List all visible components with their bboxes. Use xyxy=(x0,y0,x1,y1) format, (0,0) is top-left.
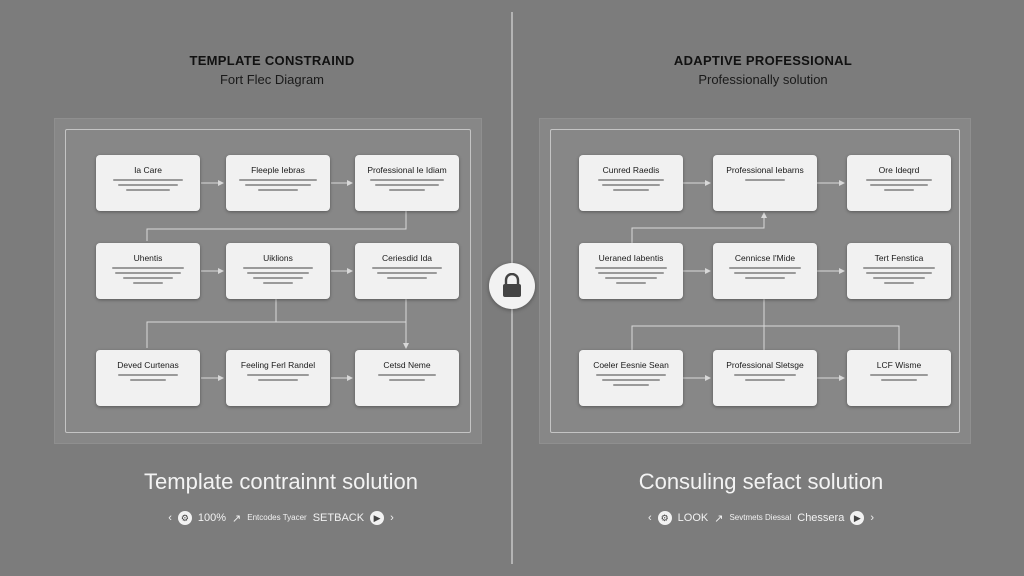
flow-node[interactable]: Cennicse I'Mide xyxy=(713,243,817,299)
connector-line xyxy=(146,321,406,348)
right-title: ADAPTIVE PROFESSIONAL xyxy=(673,53,853,68)
node-label: Tert Fenstica xyxy=(874,253,924,263)
gear-icon[interactable]: ⚙ xyxy=(177,511,192,525)
node-label: Fleeple Iebras xyxy=(251,165,305,175)
node-text-lines xyxy=(96,267,200,284)
flow-node[interactable]: Professional Iebarns xyxy=(713,155,817,211)
node-text-lines xyxy=(226,374,330,381)
right-footer-sub: ↗ xyxy=(714,512,724,525)
left-title: TEMPLATE CONSTRAIND xyxy=(189,53,355,68)
flow-node[interactable]: Fleeple Iebras xyxy=(226,155,330,211)
left-footer: ‹ ⚙ 100% ↗ Entcodes Tyacer SETBACK ▶ › xyxy=(61,511,501,525)
flow-node[interactable]: Cunred Raedis xyxy=(579,155,683,211)
node-text-lines xyxy=(226,267,330,284)
node-label: Deved Curtenas xyxy=(117,360,179,370)
right-connectors xyxy=(631,180,900,381)
flow-node[interactable]: Uiklions xyxy=(226,243,330,299)
right-footer-action[interactable]: Chessera xyxy=(797,512,845,524)
node-label: Ore Ideqrd xyxy=(878,165,920,175)
left-footer-action[interactable]: SETBACK xyxy=(312,512,365,524)
node-label: Feeling Ferl Randel xyxy=(240,360,316,370)
node-text-lines xyxy=(355,267,459,279)
node-label: Cennicse I'Mide xyxy=(734,253,796,263)
left-footer-value: 100% xyxy=(197,512,227,524)
node-label: Professional Iebarns xyxy=(726,165,804,175)
flow-node[interactable]: Ore Ideqrd xyxy=(847,155,951,211)
right-panel-frame xyxy=(550,129,960,433)
flow-node[interactable]: Feeling Ferl Randel xyxy=(226,350,330,406)
flow-node[interactable]: Ceriesdid Ida xyxy=(355,243,459,299)
flow-node[interactable]: LCF Wisme xyxy=(847,350,951,406)
node-text-lines xyxy=(96,374,200,381)
node-label: Uhentis xyxy=(133,253,163,263)
lock-icon[interactable] xyxy=(489,263,535,309)
gear-icon[interactable]: ⚙ xyxy=(657,511,672,525)
node-label: Cunred Raedis xyxy=(602,165,660,175)
node-text-lines xyxy=(713,374,817,381)
right-diagram-panel: Cunred Raedis Professional Iebarns Ore I… xyxy=(540,119,970,443)
flow-node[interactable]: Tert Fenstica xyxy=(847,243,951,299)
node-label: LCF Wisme xyxy=(876,360,922,370)
right-footer: ‹ ⚙ LOOK ↗ Sevtmets Diessal Chessera ▶ › xyxy=(541,511,981,525)
right-footer-prev-mark[interactable]: ‹ xyxy=(647,512,652,524)
left-subtitle: Fort Flec Diagram xyxy=(219,72,325,87)
node-label: Coeler Eesnie Sean xyxy=(593,360,669,370)
node-label: Ceriesdid Ida xyxy=(381,253,433,263)
node-label: Ia Care xyxy=(134,165,162,175)
right-footer-next-mark[interactable]: › xyxy=(870,512,874,524)
right-caption: Consuling sefact solution xyxy=(638,469,884,494)
connector-line xyxy=(631,325,900,350)
flow-node[interactable]: Professional Ie Idiam xyxy=(355,155,459,211)
play-icon[interactable]: ▶ xyxy=(850,511,865,525)
node-text-lines xyxy=(847,374,951,381)
node-text-lines xyxy=(355,374,459,381)
right-footer-value: LOOK xyxy=(677,512,709,524)
left-diagram-panel: Ia Care Fleeple Iebras Professional Ie I… xyxy=(55,119,481,443)
node-text-lines xyxy=(579,179,683,191)
node-text-lines xyxy=(355,179,459,191)
right-footer-small: Sevtmets Diessal xyxy=(729,513,792,522)
connector-arrow xyxy=(631,212,767,243)
node-label: Professional Ie Idiam xyxy=(367,165,447,175)
left-footer-sub: ↗ xyxy=(232,512,242,525)
flow-node[interactable]: Ueraned Iabentis xyxy=(579,243,683,299)
node-text-lines xyxy=(847,267,951,284)
flow-node[interactable]: Uhentis xyxy=(96,243,200,299)
node-text-lines xyxy=(713,267,817,279)
play-icon[interactable]: ▶ xyxy=(370,511,385,525)
flow-node[interactable]: Coeler Eesnie Sean xyxy=(579,350,683,406)
node-text-lines xyxy=(226,179,330,191)
left-footer-next-mark[interactable]: › xyxy=(390,512,394,524)
node-label: Cetsd Neme xyxy=(383,360,431,370)
left-caption: Template contrainnt solution xyxy=(144,469,418,494)
connector-line xyxy=(146,211,407,241)
right-subtitle: Professionally solution xyxy=(698,72,828,87)
node-text-lines xyxy=(579,374,683,386)
node-label: Uiklions xyxy=(263,253,293,263)
flow-node[interactable]: Ia Care xyxy=(96,155,200,211)
left-footer-small: Entcodes Tyacer xyxy=(247,513,307,522)
node-text-lines xyxy=(713,179,817,181)
left-panel-frame xyxy=(65,129,471,433)
node-text-lines xyxy=(847,179,951,191)
left-heading: TEMPLATE CONSTRAIND Fort Flec Diagram xyxy=(52,53,492,87)
right-heading: ADAPTIVE PROFESSIONAL Professionally sol… xyxy=(543,53,983,87)
left-footer-prev-mark[interactable]: ‹ xyxy=(168,512,172,524)
flow-node[interactable]: Deved Curtenas xyxy=(96,350,200,406)
node-label: Ueraned Iabentis xyxy=(598,253,664,263)
left-connectors xyxy=(146,180,409,381)
node-text-lines xyxy=(96,179,200,191)
flow-node[interactable]: Cetsd Neme xyxy=(355,350,459,406)
node-text-lines xyxy=(579,267,683,284)
flow-node[interactable]: Professional Sletsge xyxy=(713,350,817,406)
node-label: Professional Sletsge xyxy=(726,360,804,370)
